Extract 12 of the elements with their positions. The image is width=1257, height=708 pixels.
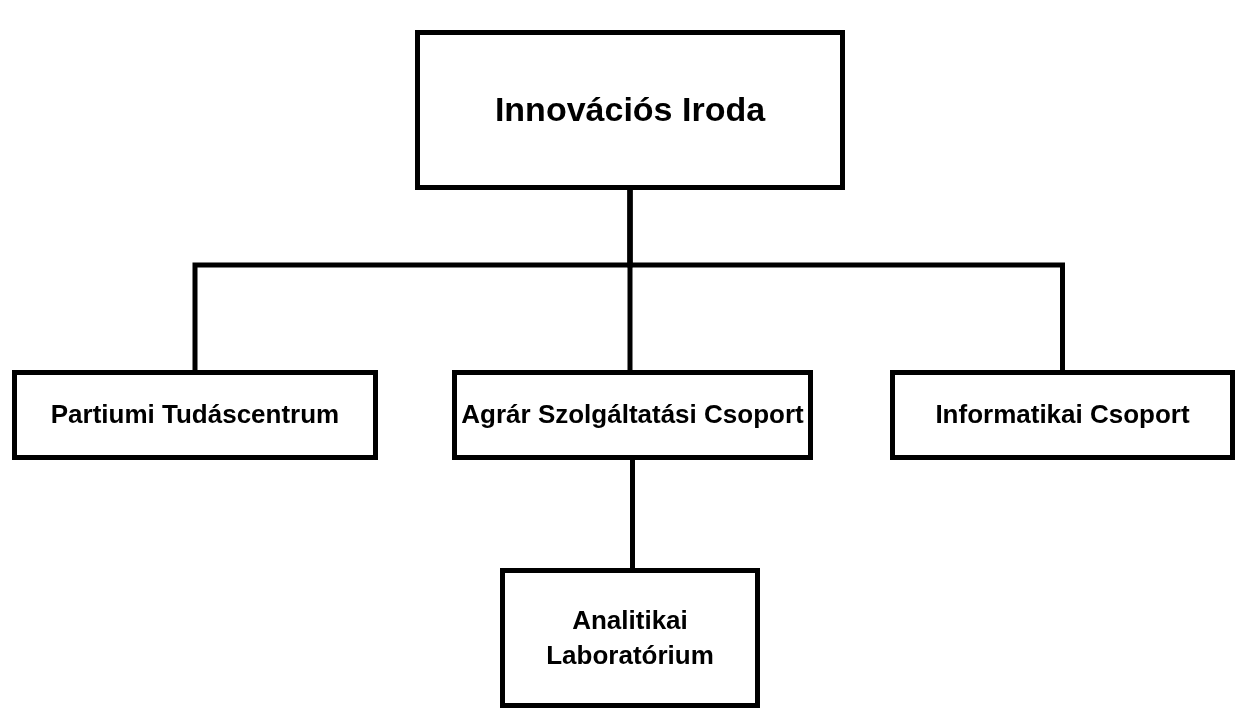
unit-name: Innovációs Iroda — [494, 89, 766, 131]
unit-name: Informatikai Csoport — [935, 398, 1190, 432]
connector-line — [630, 460, 635, 568]
org-box — [452, 370, 813, 460]
org-box — [890, 370, 1235, 460]
unit-name: Partiumi Tudáscentrum — [50, 398, 340, 432]
unit-name: Agrár Szolgáltatási Csoport — [461, 398, 804, 432]
unit-name: Analitikai Laboratórium — [545, 603, 715, 672]
org-box — [415, 30, 845, 190]
connector-line — [627, 190, 1065, 370]
org-box — [12, 370, 378, 460]
org-box — [500, 568, 760, 708]
